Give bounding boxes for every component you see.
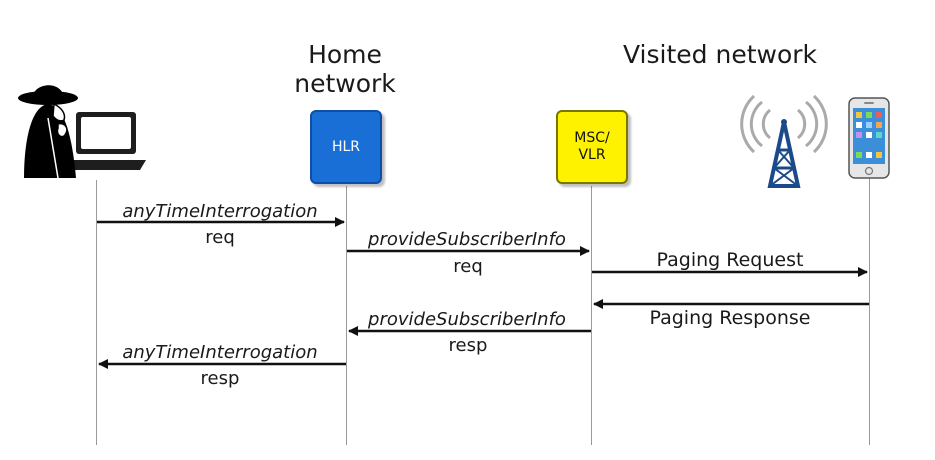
hlr-lifeline (346, 186, 347, 445)
smartphone-icon (845, 96, 893, 180)
hlr-label: HLR (331, 138, 361, 155)
hlr-node: HLR (310, 110, 382, 184)
visited-network-title: Visited network (623, 40, 817, 69)
psi-resp-type-label: resp (448, 335, 488, 356)
psi-resp-label: provideSubscriberInfo (368, 309, 566, 330)
ati-resp-label: anyTimeInterrogation (122, 342, 318, 363)
spy-attacker-icon (18, 78, 153, 180)
phone-lifeline (869, 178, 870, 445)
ati-req-type-label: req (205, 227, 235, 248)
msc-vlr-label: MSC/ VLR (574, 130, 610, 163)
psi-req-label: provideSubscriberInfo (368, 229, 566, 250)
msc-vlr-lifeline (591, 186, 592, 445)
attacker-lifeline (96, 180, 97, 445)
psi-req-type-label: req (453, 256, 483, 277)
ati-req-label: anyTimeInterrogation (122, 201, 318, 222)
radio-tower-icon (740, 92, 828, 188)
paging-response-label: Paging Response (649, 307, 811, 329)
home-network-title: Home network (294, 40, 396, 98)
ati-resp-type-label: resp (200, 368, 240, 389)
paging-request-label: Paging Request (656, 249, 804, 271)
msc-vlr-node: MSC/ VLR (556, 110, 628, 184)
